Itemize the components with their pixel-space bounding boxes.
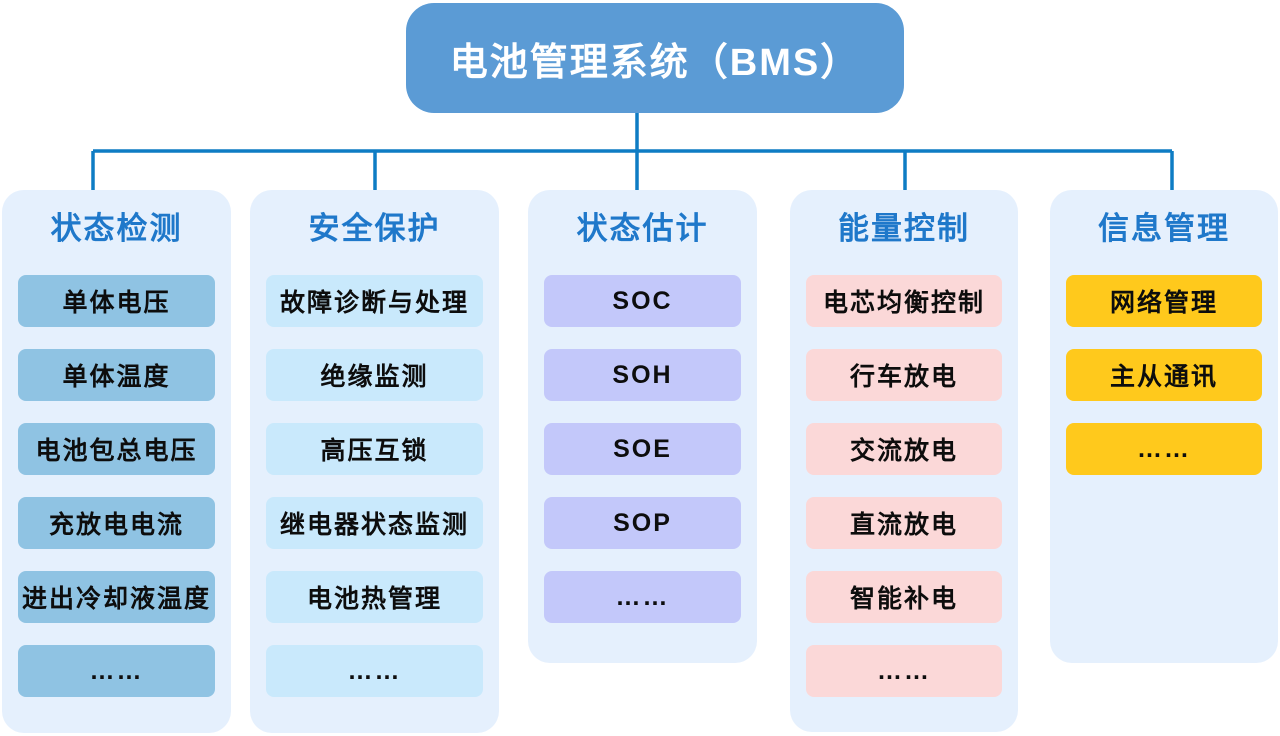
column-information-management: 信息管理 网络管理 主从通讯 ……	[1050, 190, 1278, 663]
node-item: ……	[1066, 423, 1262, 475]
node-item: 单体温度	[18, 349, 215, 401]
node-item: 智能补电	[806, 571, 1002, 623]
node-item: ……	[18, 645, 215, 697]
column-energy-control: 能量控制 电芯均衡控制 行车放电 交流放电 直流放电 智能补电 ……	[790, 190, 1018, 732]
node-item: ……	[806, 645, 1002, 697]
root-node: 电池管理系统（BMS）	[406, 3, 904, 113]
node-item: SOE	[544, 423, 741, 475]
column-header: 信息管理	[1098, 211, 1230, 246]
column-state-estimation: 状态估计 SOC SOH SOE SOP ……	[528, 190, 757, 663]
column-status-detection: 状态检测 单体电压 单体温度 电池包总电压 充放电电流 进出冷却液温度 ……	[2, 190, 231, 733]
node-item: 电池包总电压	[18, 423, 215, 475]
node-item: 高压互锁	[266, 423, 483, 475]
node-item: 电芯均衡控制	[806, 275, 1002, 327]
node-item: 充放电电流	[18, 497, 215, 549]
node-item: 交流放电	[806, 423, 1002, 475]
root-node-label: 电池管理系统（BMS）	[449, 41, 861, 84]
node-item: 网络管理	[1066, 275, 1262, 327]
node-item: 直流放电	[806, 497, 1002, 549]
column-header: 能量控制	[838, 211, 970, 246]
node-item: 进出冷却液温度	[18, 571, 215, 623]
node-item: 行车放电	[806, 349, 1002, 401]
node-item: ……	[266, 645, 483, 697]
column-header: 安全保护	[308, 211, 441, 246]
column-header: 状态估计	[576, 211, 709, 246]
node-item: 单体电压	[18, 275, 215, 327]
node-item: SOC	[544, 275, 741, 327]
node-item: SOH	[544, 349, 741, 401]
node-item: 绝缘监测	[266, 349, 483, 401]
node-item: 主从通讯	[1066, 349, 1262, 401]
column-header: 状态检测	[50, 211, 183, 246]
node-item: SOP	[544, 497, 741, 549]
column-safety-protection: 安全保护 故障诊断与处理 绝缘监测 高压互锁 继电器状态监测 电池热管理 ……	[250, 190, 499, 733]
node-item: 继电器状态监测	[266, 497, 483, 549]
node-item: 故障诊断与处理	[266, 275, 483, 327]
node-item: 电池热管理	[266, 571, 483, 623]
node-item: ……	[544, 571, 741, 623]
